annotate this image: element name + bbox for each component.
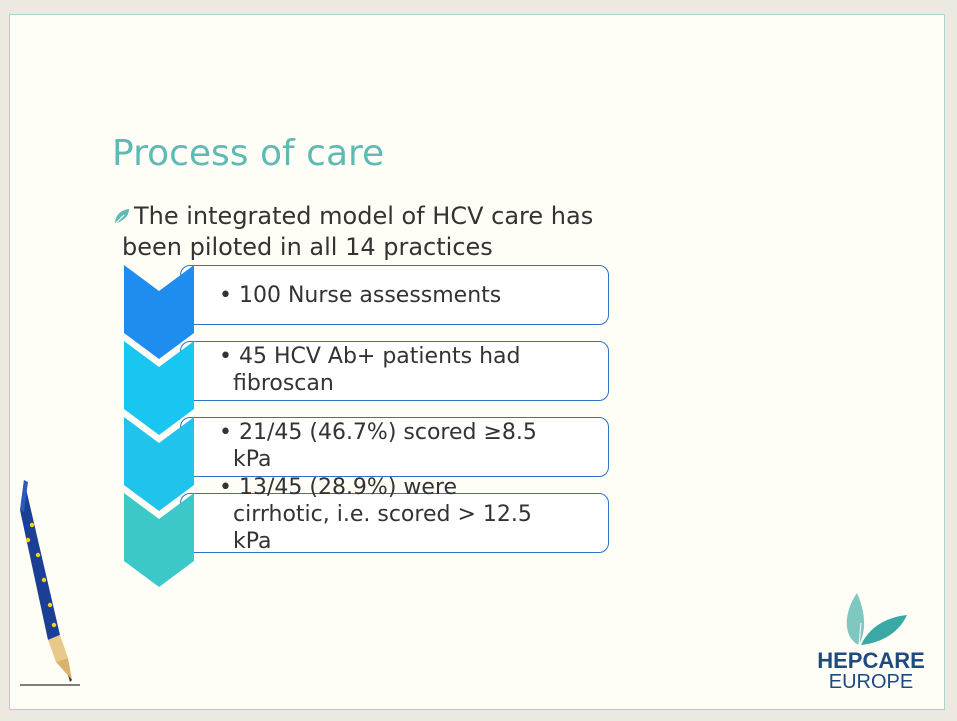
chevron-icon: [124, 493, 194, 587]
step-4-line-3: kPa: [233, 529, 272, 554]
step-4-line-1: • 13/45 (28.9%) were: [219, 475, 458, 500]
step-2-line-1: • 45 HCV Ab+ patients had: [219, 344, 521, 369]
intro-line-2: been piloted in all 14 practices: [122, 233, 493, 261]
logo-line-2: EUROPE: [828, 671, 914, 693]
step-box-3: [180, 417, 609, 477]
leaf-logo-icon: [846, 593, 907, 646]
step-box-1: [180, 265, 609, 325]
pencil-icon: [20, 480, 80, 686]
chevron-icon: [124, 341, 194, 435]
step-box-2: [180, 341, 609, 401]
step-box-4: [180, 493, 609, 553]
step-3-text: • 21/45 (46.7%) scored ≥8.5 kPa: [219, 419, 619, 473]
slide-title: Process of care: [112, 133, 385, 174]
step-2-text: • 45 HCV Ab+ patients had fibroscan: [219, 343, 619, 397]
step-2-line-2: fibroscan: [233, 371, 334, 396]
step-4-text: • 13/45 (28.9%) were cirrhotic, i.e. sco…: [219, 474, 619, 555]
logo-line-1: HEPCARE: [817, 648, 925, 673]
hepcare-europe-logo: HEPCARE EUROPE: [809, 583, 933, 703]
chevron-icon: [124, 417, 194, 511]
step-1-text: • 100 Nurse assessments: [219, 282, 619, 309]
step-3-line-2: kPa: [233, 447, 272, 472]
intro-line-1: The integrated model of HCV care has: [134, 202, 594, 230]
intro-bullet: The integrated model of HCV care has bee…: [112, 201, 652, 263]
leaf-bullet-icon: [114, 209, 129, 225]
chevron-icon: [124, 265, 194, 359]
step-3-line-1: • 21/45 (46.7%) scored ≥8.5: [219, 420, 537, 445]
step-1-line-1: • 100 Nurse assessments: [219, 283, 502, 308]
step-4-line-2: cirrhotic, i.e. scored > 12.5: [233, 502, 532, 527]
